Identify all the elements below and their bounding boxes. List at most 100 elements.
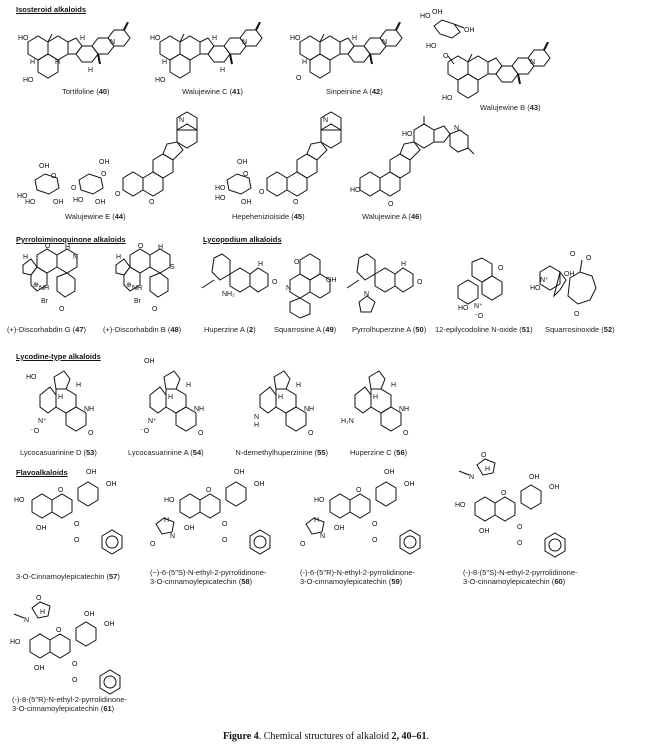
svg-text:OH: OH bbox=[104, 621, 115, 628]
svg-text:H: H bbox=[278, 394, 283, 401]
structure-12-epilycodoline-n-oxide: O HO N⁺ ⁻O bbox=[457, 257, 504, 320]
structure-sinpeinine-a: HO O N H H bbox=[290, 22, 410, 82]
svg-text:OH: OH bbox=[464, 27, 475, 34]
svg-text:O: O bbox=[222, 537, 228, 544]
svg-text:HO: HO bbox=[23, 77, 34, 84]
svg-text:O: O bbox=[417, 279, 423, 286]
svg-text:H: H bbox=[220, 67, 225, 74]
svg-text:HO: HO bbox=[455, 502, 466, 509]
svg-text:H: H bbox=[158, 244, 163, 251]
svg-text:O: O bbox=[356, 487, 362, 494]
svg-text:OH: OH bbox=[564, 271, 575, 278]
svg-text:OH: OH bbox=[404, 481, 415, 488]
svg-text:OH: OH bbox=[241, 199, 252, 206]
compound-label-51: 12-epilycodoline N-oxide (51) bbox=[435, 325, 533, 334]
svg-text:O: O bbox=[300, 541, 306, 548]
svg-text:HO: HO bbox=[402, 131, 413, 138]
svg-text:N: N bbox=[382, 39, 387, 46]
svg-text:O: O bbox=[74, 537, 80, 544]
svg-text:O: O bbox=[272, 279, 278, 286]
svg-text:OH: OH bbox=[237, 159, 248, 166]
svg-text:O: O bbox=[115, 191, 121, 198]
structure-tortifoline: HO HO N H H H H bbox=[18, 22, 138, 84]
svg-text:O: O bbox=[388, 201, 394, 208]
svg-text:H: H bbox=[30, 59, 35, 66]
structure-squarrosinoxide: O O OH HO N⁺ O bbox=[530, 251, 597, 318]
svg-text:OH: OH bbox=[529, 474, 540, 481]
svg-text:H: H bbox=[80, 35, 85, 42]
svg-text:OH: OH bbox=[479, 528, 490, 535]
svg-text:OH: OH bbox=[99, 159, 110, 166]
svg-text:HO: HO bbox=[458, 305, 469, 312]
structure-discorhabdin-b: O H H S ⊕ NH Br O bbox=[115, 243, 175, 313]
compound-label-47: (+)-Discorhabdin G (47) bbox=[7, 325, 87, 334]
compound-label-40: Tortifoline (40) bbox=[62, 87, 110, 96]
structure-lycocasuarinine-d: HO H H NH O N⁺ ⁻O bbox=[26, 365, 94, 438]
svg-text:N: N bbox=[364, 291, 369, 298]
compound-label-45: Hepehenizioiside (45) bbox=[232, 212, 305, 221]
structure-compound-59: OH OH O HO OH H N O O O bbox=[300, 469, 421, 555]
svg-text:H: H bbox=[254, 422, 259, 429]
svg-text:HO: HO bbox=[442, 95, 453, 102]
compound-label-57: 3-O-Cinnamoylepicatechin (57) bbox=[16, 572, 120, 581]
figure-caption: Figure 4. Chemical structures of alkaloi… bbox=[223, 731, 429, 742]
svg-text:N: N bbox=[254, 414, 259, 421]
svg-text:O: O bbox=[443, 53, 449, 60]
svg-text:O: O bbox=[481, 452, 487, 459]
svg-text:O: O bbox=[149, 199, 155, 206]
svg-text:H: H bbox=[168, 394, 173, 401]
svg-text:H: H bbox=[65, 244, 70, 251]
svg-text:O: O bbox=[74, 521, 80, 528]
svg-text:O: O bbox=[293, 199, 299, 206]
svg-text:O: O bbox=[138, 243, 144, 250]
svg-text:N: N bbox=[454, 125, 459, 132]
compound-label-50: Pyrrolhuperzine A (50) bbox=[352, 325, 427, 334]
svg-text:⁻O: ⁻O bbox=[140, 428, 150, 435]
svg-text:H: H bbox=[40, 609, 45, 616]
svg-text:H: H bbox=[391, 382, 396, 389]
svg-text:O: O bbox=[56, 627, 62, 634]
svg-text:HO: HO bbox=[350, 187, 361, 194]
svg-text:OH: OH bbox=[53, 199, 64, 206]
compound-label-2: Huperzine A (2) bbox=[204, 325, 256, 334]
compound-label-54: Lycocasuarinine A (54) bbox=[128, 448, 204, 457]
svg-text:NH: NH bbox=[194, 406, 204, 413]
svg-text:O: O bbox=[586, 255, 592, 262]
structure-walujewine-e: O OH HO HO OH O O OH HO OH O O N bbox=[17, 111, 198, 206]
svg-text:N: N bbox=[179, 117, 184, 124]
svg-text:OH: OH bbox=[184, 525, 195, 532]
svg-text:N: N bbox=[110, 39, 115, 46]
svg-text:O: O bbox=[72, 677, 78, 684]
compound-label-58: (−)-6-(5′′S)-N-ethyl-2-pyrrolidinone-3-O… bbox=[150, 568, 267, 586]
svg-text:O: O bbox=[150, 541, 156, 548]
svg-text:O: O bbox=[72, 661, 78, 668]
svg-text:⊕: ⊕ bbox=[33, 282, 39, 289]
svg-text:O: O bbox=[152, 306, 158, 313]
svg-text:OH: OH bbox=[106, 481, 117, 488]
svg-text:O: O bbox=[296, 75, 302, 82]
structure-squarrosine-a: O OH N bbox=[286, 253, 337, 319]
svg-text:OH: OH bbox=[432, 9, 443, 16]
svg-text:OH: OH bbox=[384, 469, 395, 476]
structure-lycocasuarinine-a: OH H H NH O N⁺ ⁻O bbox=[140, 358, 204, 438]
svg-text:H: H bbox=[373, 394, 378, 401]
svg-text:OH: OH bbox=[95, 199, 106, 206]
svg-text:HO: HO bbox=[73, 197, 84, 204]
svg-text:N⁺: N⁺ bbox=[148, 418, 157, 425]
svg-text:O: O bbox=[45, 243, 51, 250]
svg-text:O: O bbox=[372, 537, 378, 544]
structure-discorhabdin-g: O H H N ⊕ NH Br O bbox=[22, 243, 78, 313]
svg-text:O: O bbox=[517, 540, 523, 547]
svg-text:N: N bbox=[73, 254, 78, 261]
svg-text:HO: HO bbox=[150, 35, 161, 42]
structure-3-o-cinnamoylepicatechin: OH OH O HO OH O O bbox=[14, 469, 123, 555]
svg-text:⊕: ⊕ bbox=[126, 282, 132, 289]
svg-text:O: O bbox=[498, 265, 504, 272]
section-title-isosteroid-alkaloids: Isosteroid alkaloids bbox=[16, 5, 87, 14]
svg-text:HO: HO bbox=[14, 497, 25, 504]
svg-text:OH: OH bbox=[144, 358, 155, 365]
svg-text:O: O bbox=[51, 173, 57, 180]
svg-text:HO: HO bbox=[17, 193, 28, 200]
svg-text:OH: OH bbox=[39, 163, 50, 170]
svg-text:S: S bbox=[170, 264, 175, 271]
